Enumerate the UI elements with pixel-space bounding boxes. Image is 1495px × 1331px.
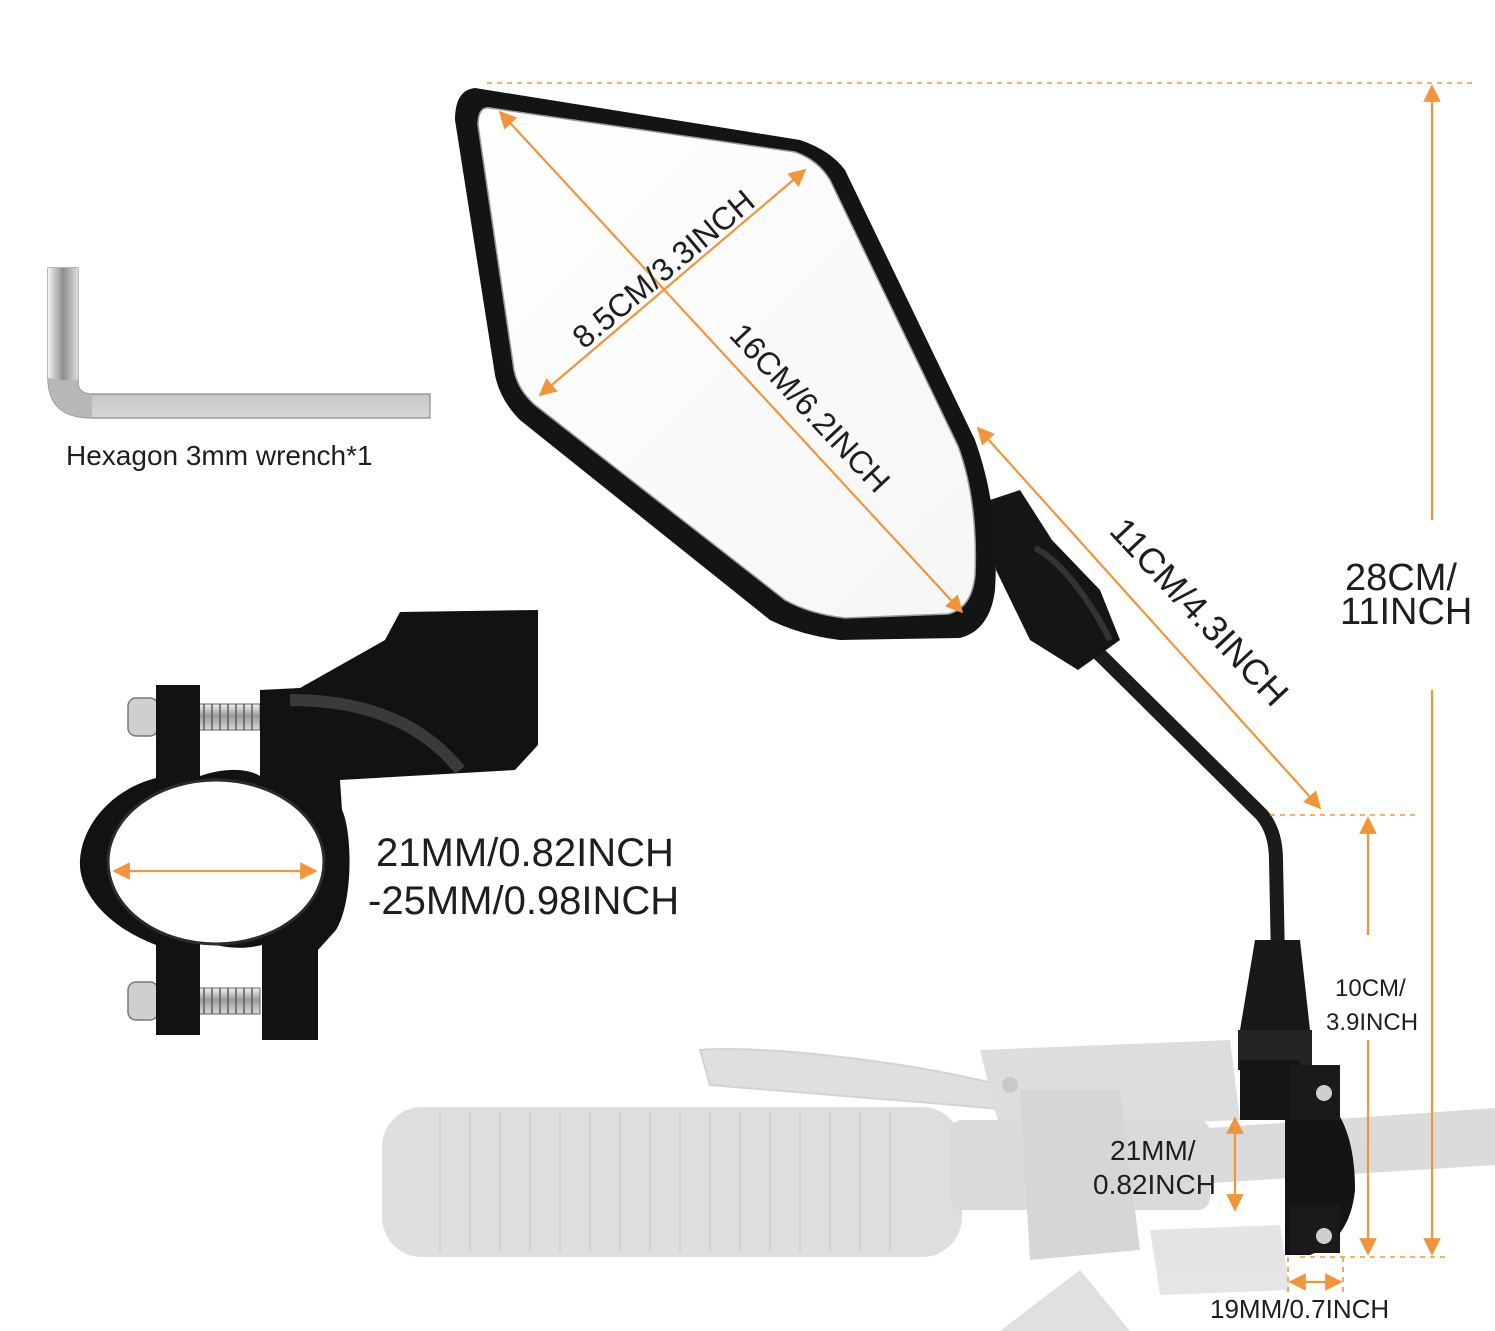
stem-height-line2: 3.9INCH bbox=[1326, 1009, 1418, 1036]
wrench-caption: Hexagon 3mm wrench*1 bbox=[66, 440, 373, 471]
bar-diameter-line1: 21MM/ bbox=[1110, 1135, 1196, 1166]
stem-height-line1: 10CM/ bbox=[1335, 975, 1406, 1002]
bar-diameter-line2: 0.82INCH bbox=[1093, 1169, 1216, 1200]
handlebar-grip-icon bbox=[382, 1040, 1495, 1331]
clamp-size-line2: -25MM/0.98INCH bbox=[368, 879, 679, 923]
handlebar-clamp-icon bbox=[79, 610, 539, 1040]
clamp-width-label: 19MM/0.7INCH bbox=[1210, 1294, 1389, 1324]
total-height-line2: 11INCH bbox=[1340, 591, 1472, 633]
total-height-line1: 28CM/ bbox=[1345, 557, 1457, 599]
hex-key-icon bbox=[47, 267, 431, 419]
clamp-size-line1: 21MM/0.82INCH bbox=[376, 831, 674, 875]
